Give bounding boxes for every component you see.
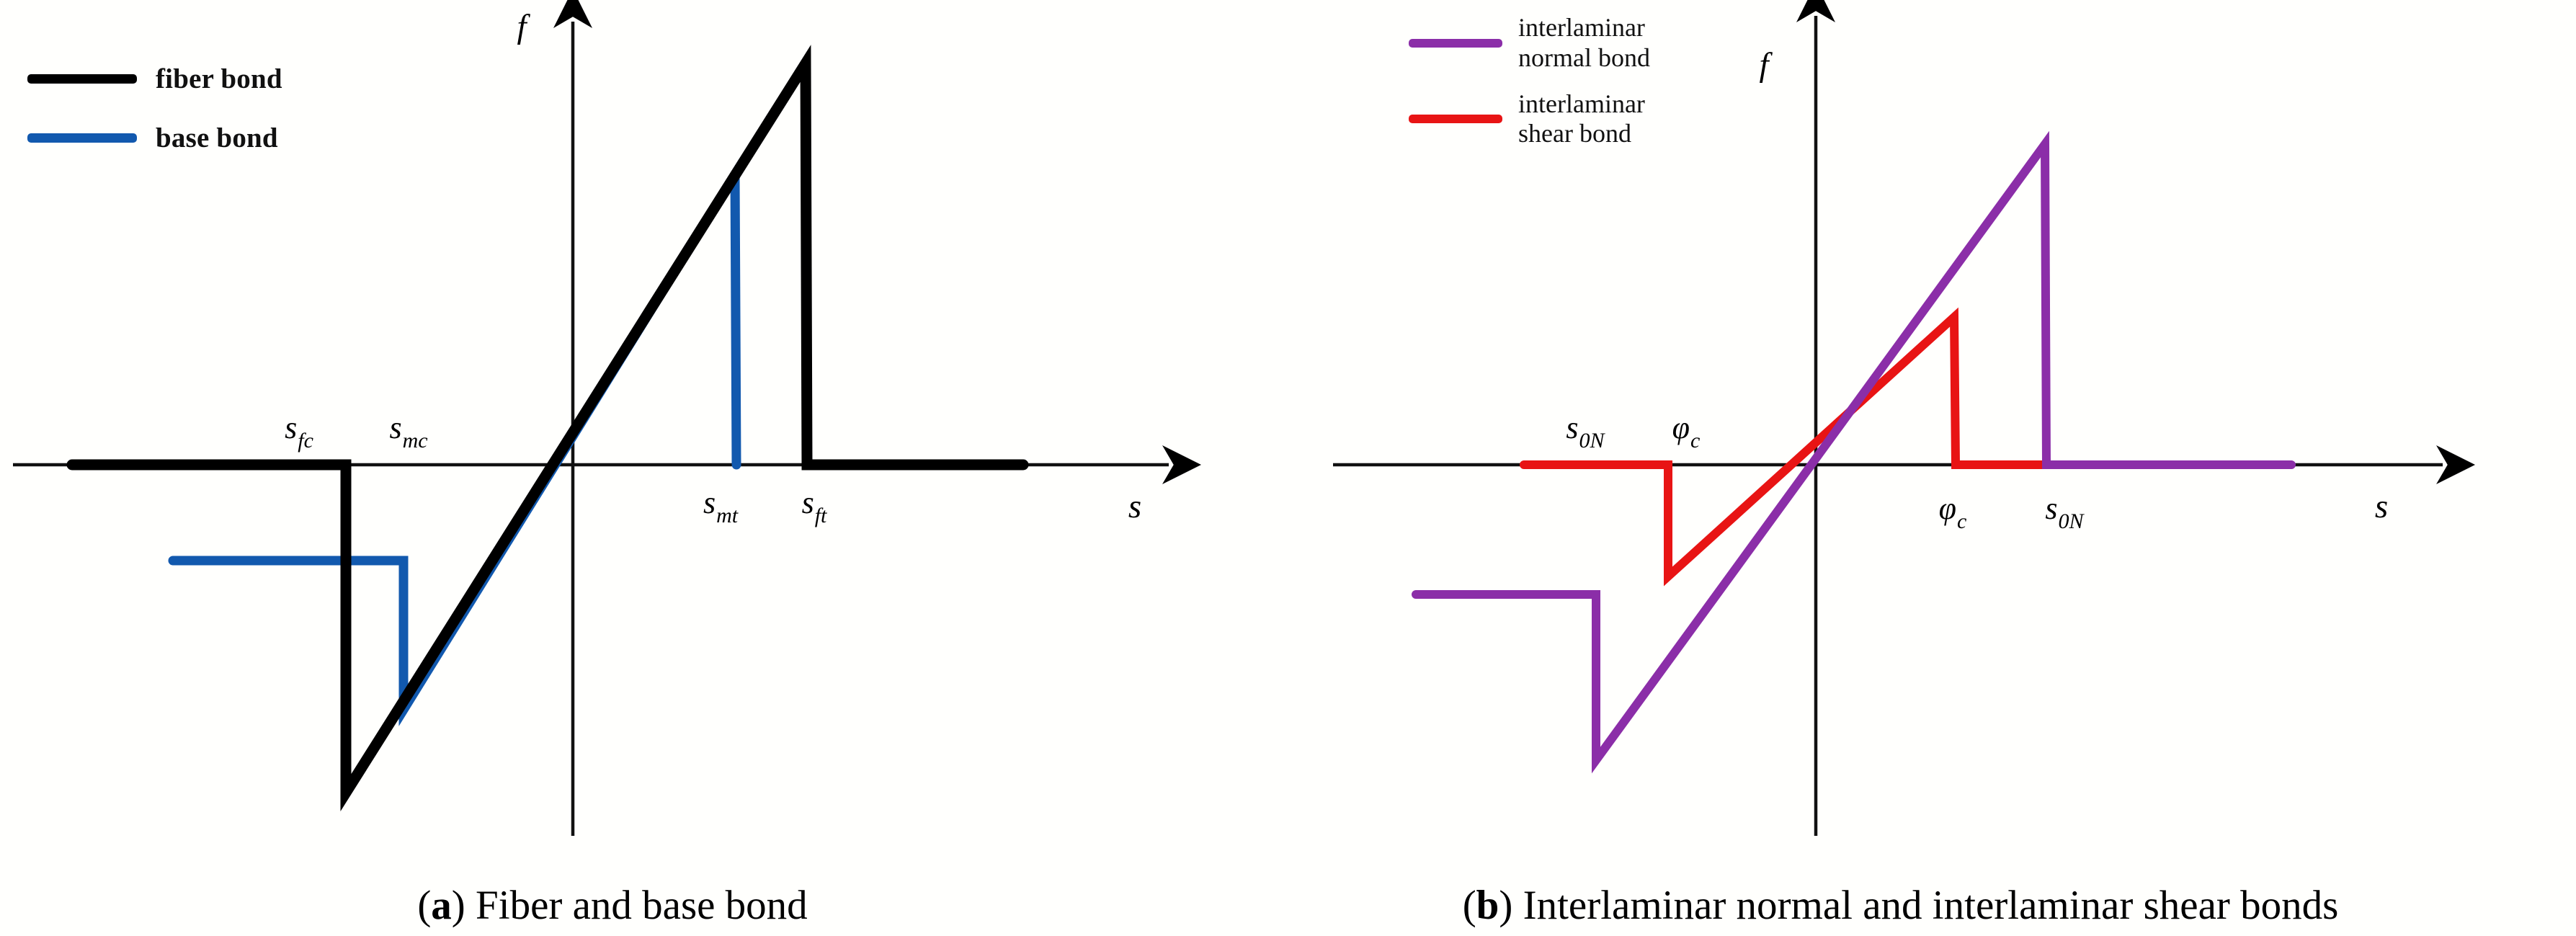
tick-phic-left-base: φ bbox=[1672, 410, 1690, 445]
legend-label-interlaminar-normal-bond: interlaminar normal bond bbox=[1518, 13, 1650, 72]
x-axis-label-b: s bbox=[2375, 488, 2388, 525]
tick-phic-left-sub: c bbox=[1690, 429, 1700, 453]
svg-text:sfc: sfc bbox=[285, 410, 313, 453]
y-axis-label-b: f bbox=[1759, 46, 1773, 84]
series-fiber-bond bbox=[66, 45, 1029, 811]
y-axis-label-a: f bbox=[517, 8, 530, 45]
tick-smc-sub: mc bbox=[403, 429, 428, 453]
legend-item-base-bond: base bond bbox=[27, 122, 282, 154]
chart-svg-a: f s sfc smc smt bbox=[13, 0, 1201, 836]
tick-sft-base: s bbox=[802, 485, 814, 520]
caption-a-marker: a bbox=[431, 883, 452, 928]
caption-b-paren-open: ( bbox=[1462, 883, 1476, 928]
tick-label-phic-left: φc bbox=[1672, 410, 1701, 453]
tick-s0n-left-base: s bbox=[1566, 410, 1578, 445]
tick-smt-base: s bbox=[703, 485, 716, 520]
chart-panel-a: f s sfc smc smt bbox=[0, 0, 1225, 836]
svg-text:smc: smc bbox=[389, 410, 427, 453]
tick-label-smt: smt bbox=[703, 485, 739, 527]
svg-text:φc: φc bbox=[1672, 410, 1701, 453]
tick-phic-right-base: φ bbox=[1939, 491, 1956, 526]
legend-swatch-base-bond bbox=[27, 133, 137, 143]
caption-panel-b: (b) Interlaminar normal and interlaminar… bbox=[1225, 882, 2576, 929]
series-interlaminar-shear-bond bbox=[1520, 307, 2051, 587]
legend-item-interlaminar-normal-bond: interlaminar normal bond bbox=[1409, 13, 1650, 73]
svg-text:s0N: s0N bbox=[2045, 491, 2085, 533]
tick-smt-sub: mt bbox=[716, 504, 739, 527]
legend-label-base-bond: base bond bbox=[156, 122, 278, 153]
caption-b-marker: b bbox=[1476, 883, 1499, 928]
svg-text:s0N: s0N bbox=[1566, 410, 1605, 453]
tick-sfc-base: s bbox=[285, 410, 297, 445]
caption-b-text: ) Interlaminar normal and interlaminar s… bbox=[1499, 883, 2339, 928]
tick-label-sfc: sfc bbox=[285, 410, 313, 453]
svg-text:φc: φc bbox=[1939, 491, 1967, 533]
tick-sfc-sub: fc bbox=[298, 429, 313, 453]
x-axis-label-a: s bbox=[1128, 488, 1141, 525]
series-interlaminar-normal-bond bbox=[1412, 130, 2296, 774]
legend-item-interlaminar-shear-bond: interlaminar shear bond bbox=[1409, 89, 1650, 150]
svg-text:smt: smt bbox=[703, 485, 739, 527]
legend-label-fiber-bond: fiber bond bbox=[156, 63, 282, 94]
tick-s0n-right-base: s bbox=[2045, 491, 2057, 526]
tick-smc-base: s bbox=[389, 410, 401, 445]
legend-label-interlaminar-shear-bond: interlaminar shear bond bbox=[1518, 89, 1645, 148]
legend-item-fiber-bond: fiber bond bbox=[27, 63, 282, 95]
svg-text:sft: sft bbox=[802, 485, 827, 527]
tick-label-phic-right: φc bbox=[1939, 491, 1967, 533]
caption-a-text: ) Fiber and base bond bbox=[451, 883, 808, 928]
tick-label-s0n-right: s0N bbox=[2045, 491, 2085, 533]
chart-svg-b: f s s0N φc φc bbox=[1333, 0, 2475, 836]
tick-s0n-right-sub: 0N bbox=[2059, 509, 2085, 533]
legend-swatch-interlaminar-normal-bond bbox=[1409, 38, 1502, 48]
tick-label-smc: smc bbox=[389, 410, 427, 453]
legend-swatch-interlaminar-shear-bond bbox=[1409, 115, 1502, 124]
tick-sft-sub: ft bbox=[815, 504, 827, 527]
legend-panel-b: interlaminar normal bond interlaminar sh… bbox=[1409, 13, 1650, 149]
tick-label-s0n-left: s0N bbox=[1566, 410, 1605, 453]
tick-label-sft: sft bbox=[802, 485, 827, 527]
legend-swatch-fiber-bond bbox=[27, 74, 137, 84]
chart-panel-b: f s s0N φc φc bbox=[1225, 0, 2576, 836]
tick-s0n-left-sub: 0N bbox=[1579, 429, 1606, 453]
caption-a-paren-open: ( bbox=[417, 883, 432, 928]
tick-phic-right-sub: c bbox=[1957, 509, 1966, 533]
legend-panel-a: fiber bond base bond bbox=[27, 63, 282, 153]
caption-panel-a: (a) Fiber and base bond bbox=[0, 882, 1225, 929]
